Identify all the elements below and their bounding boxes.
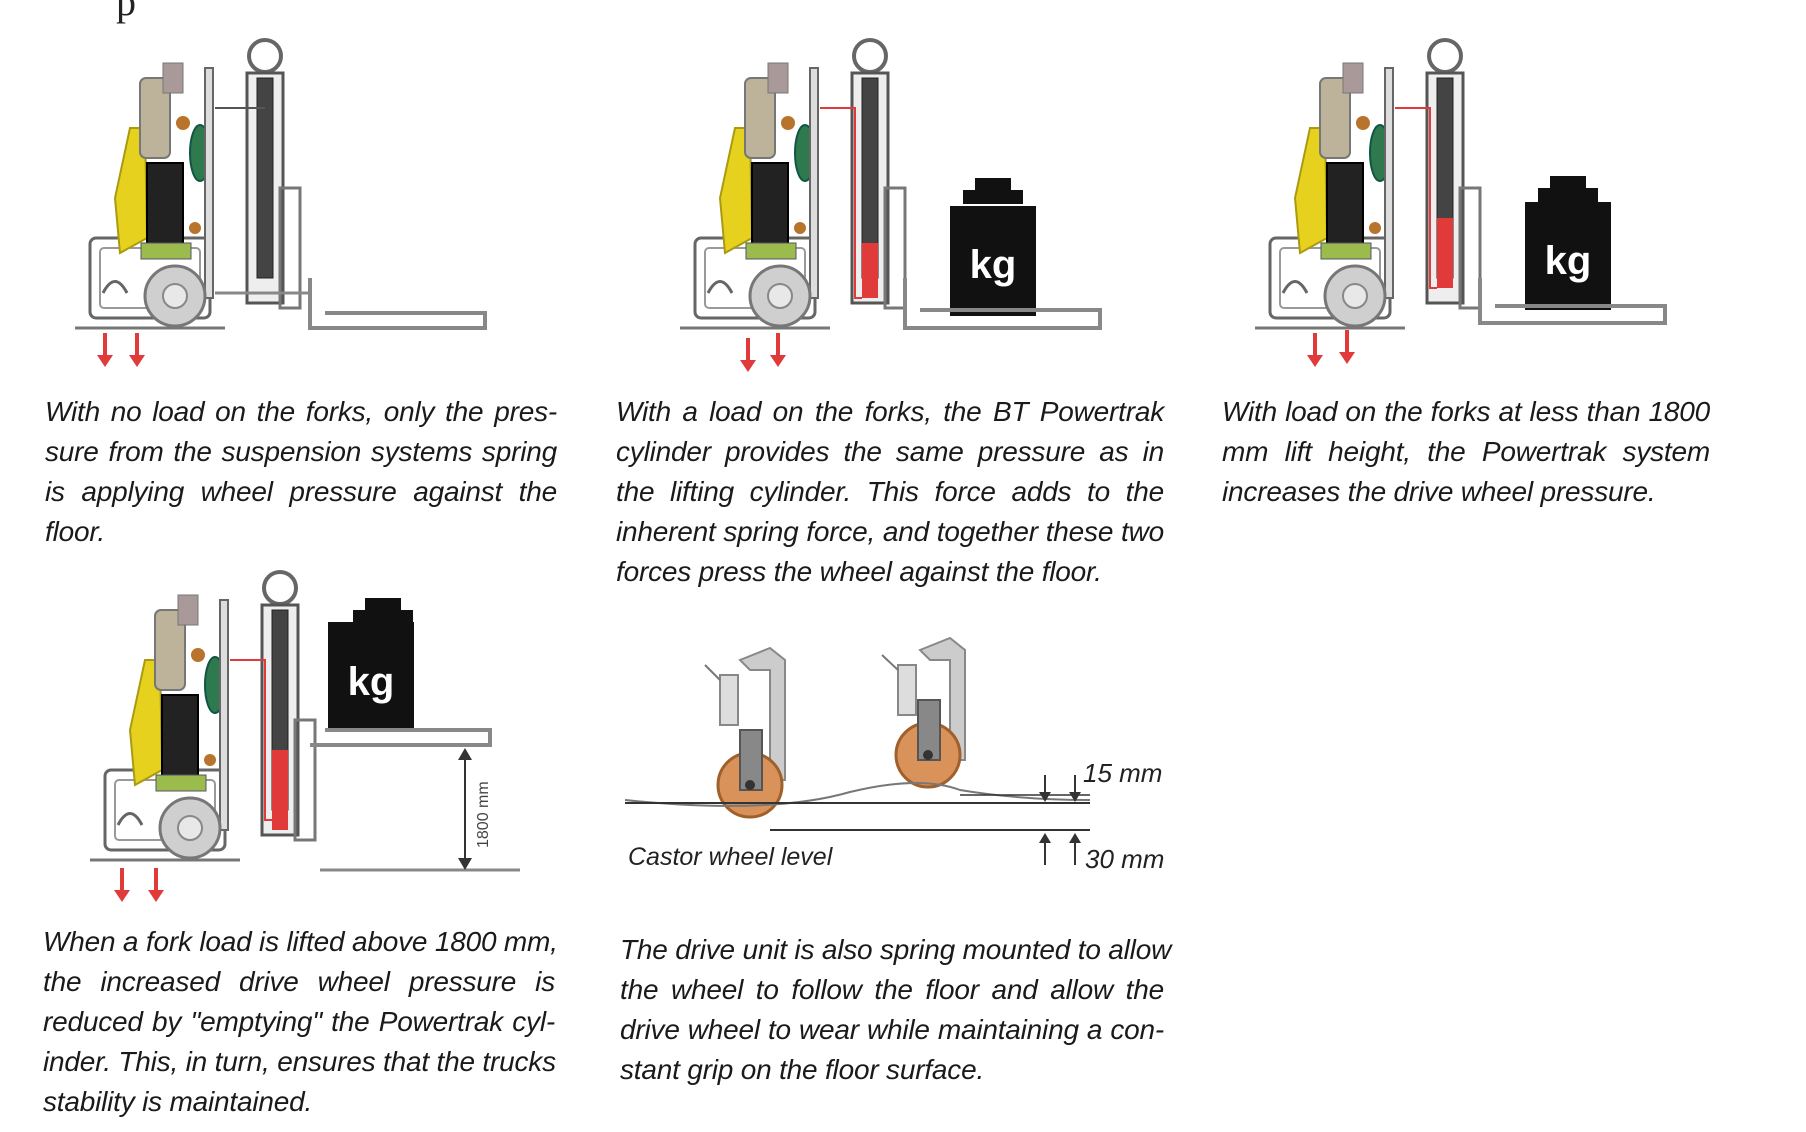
- figure-load-below-1800: kg: [1253, 38, 1667, 369]
- figure-no-load: [73, 38, 487, 369]
- caption-load-powertrak: With a load on the forks, the BT Powertr…: [616, 396, 1164, 587]
- figure-castor-wheel: 15 mm 30 mm Castor wheel level: [624, 636, 1164, 874]
- pressure-arrows: [1305, 328, 1357, 369]
- caption-castor-wheel: The drive unit is also spring mounted to…: [620, 934, 1172, 1085]
- svg-text:kg: kg: [1545, 239, 1592, 283]
- label-15mm: 15 mm: [1083, 758, 1162, 788]
- label-30mm: 30 mm: [1085, 844, 1164, 874]
- pressure-arrows: [738, 331, 788, 374]
- header-fragment: p: [116, 0, 136, 24]
- figure-load-above-1800: kg 1800 mm: [88, 570, 520, 904]
- castor-wheel-left: [704, 646, 786, 819]
- label-castor-level: Castor wheel level: [628, 843, 834, 871]
- caption-load-below-1800: With load on the forks at less than 1800…: [1222, 396, 1710, 507]
- caption-no-load: With no load on the forks, only the pres…: [45, 396, 557, 547]
- weight-icon: kg: [950, 178, 1036, 316]
- pressure-arrows: [112, 866, 166, 904]
- svg-text:kg: kg: [348, 660, 395, 704]
- height-label: 1800 mm: [475, 781, 492, 848]
- svg-text:kg: kg: [970, 243, 1017, 287]
- castor-wheel-right: [881, 636, 966, 789]
- figure-load-powertrak: kg: [678, 38, 1102, 374]
- weight-icon: kg: [328, 598, 414, 730]
- weight-icon: kg: [1525, 176, 1611, 310]
- pressure-arrows: [95, 331, 147, 369]
- caption-load-above-1800: When a fork load is lifted above 1800 mm…: [43, 926, 558, 1117]
